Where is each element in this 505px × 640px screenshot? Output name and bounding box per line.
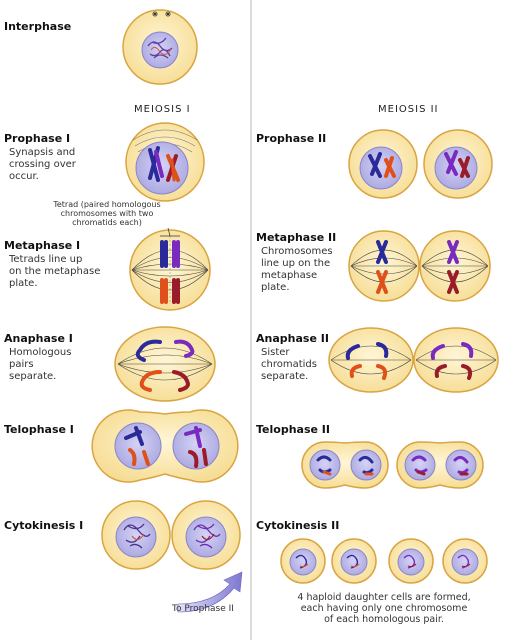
footnote-line: each having only one chromosome — [300, 603, 468, 614]
anaphase-1-desc: Homologous pairs separate. — [9, 347, 71, 383]
desc-line: occur. — [9, 171, 39, 182]
anaphase-2-desc: Sister chromatids separate. — [261, 347, 317, 383]
tetrad-note: Tetrad (paired homologous chromosomes wi… — [32, 200, 182, 227]
interphase-title: Interphase — [4, 20, 72, 33]
note-line: chromosomes with two — [60, 209, 154, 218]
telophase-1-cell — [91, 409, 239, 483]
telophase-2-title: Telophase II — [256, 423, 330, 436]
desc-line: crossing over — [9, 159, 76, 170]
desc-line: on the metaphase — [9, 266, 101, 277]
desc-line: Homologous — [9, 347, 72, 358]
metaphase-2-cells — [348, 230, 491, 302]
metaphase-2-desc: Chromosomes line up on the metaphase pla… — [261, 246, 333, 294]
meiosis-1-heading: MEIOSIS I — [134, 104, 191, 115]
footnote-line: 4 haploid daughter cells are formed, — [297, 592, 471, 603]
prophase-1-cell — [125, 122, 205, 202]
desc-line: plate. — [261, 282, 290, 293]
anaphase-2-cells — [328, 327, 499, 393]
desc-line: separate. — [261, 371, 309, 382]
anaphase-1-cell — [114, 326, 216, 402]
desc-line: chromatids — [261, 359, 317, 370]
anaphase-2-title: Anaphase II — [256, 332, 329, 345]
metaphase-1-desc: Tetrads line up on the metaphase plate. — [9, 254, 100, 290]
metaphase-1-title: Metaphase I — [4, 239, 81, 252]
desc-line: plate. — [9, 278, 38, 289]
metaphase-2-title: Metaphase II — [256, 231, 337, 244]
desc-line: pairs — [9, 359, 34, 370]
desc-line: Tetrads line up — [9, 254, 83, 265]
interphase-cell — [122, 9, 198, 85]
metaphase-1-cell — [129, 227, 211, 311]
desc-line: separate. — [9, 371, 57, 382]
desc-line: metaphase — [261, 270, 318, 281]
prophase-1-desc: Synapsis and crossing over occur. — [9, 147, 76, 183]
to-prophase-2-label: To Prophase II — [172, 604, 234, 614]
prophase-2-cells — [348, 129, 493, 199]
cytokinesis-2-title: Cytokinesis II — [256, 519, 340, 532]
to-prophase-2-arrow — [177, 571, 243, 613]
note-line: Tetrad (paired homologous — [53, 200, 161, 209]
footnote-line: of each homologous pair. — [324, 614, 444, 625]
desc-line: Synapsis and — [9, 147, 76, 158]
haploid-footnote: 4 haploid daughter cells are formed, eac… — [268, 592, 500, 625]
prophase-1-title: Prophase I — [4, 132, 71, 145]
cytokinesis-1-title: Cytokinesis I — [4, 519, 84, 532]
anaphase-1-title: Anaphase I — [4, 332, 73, 345]
telophase-1-title: Telophase I — [4, 423, 74, 436]
desc-line: Chromosomes — [261, 246, 333, 257]
desc-line: line up on the — [261, 258, 331, 269]
cytokinesis-1-cells — [101, 500, 241, 570]
cytokinesis-2-cells — [280, 538, 488, 584]
note-line: chromatids each) — [72, 218, 142, 227]
meiosis-2-heading: MEIOSIS II — [378, 104, 439, 115]
prophase-2-title: Prophase II — [256, 132, 327, 145]
telophase-2-cells — [301, 441, 484, 489]
desc-line: Sister — [261, 347, 290, 358]
